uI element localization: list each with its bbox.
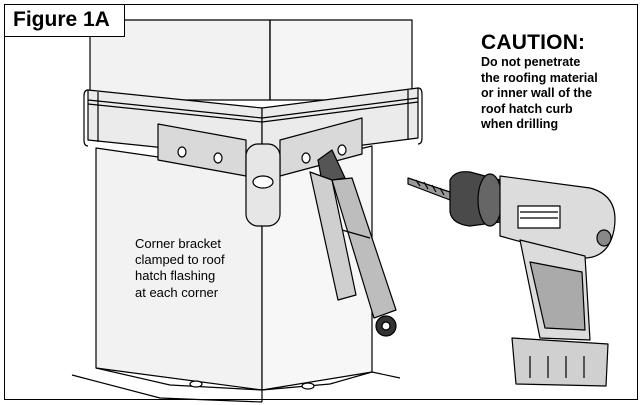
locking-pliers-icon [309, 149, 397, 337]
cordless-drill-icon [449, 171, 616, 387]
bracket-callout: Corner bracket clamped to roof hatch fla… [135, 236, 225, 300]
roof-flange [71, 367, 401, 403]
caution-note: CAUTION: Do not penetrate the roofing ma… [481, 32, 641, 133]
figure-label: Figure 1A [4, 4, 125, 37]
corner-bracket-icon [157, 117, 363, 227]
caution-title: CAUTION: [481, 31, 586, 54]
curb-upper [89, 19, 413, 101]
caution-body: Do not penetrate the roofing material or… [481, 55, 598, 131]
drill-bit-icon [407, 177, 451, 201]
